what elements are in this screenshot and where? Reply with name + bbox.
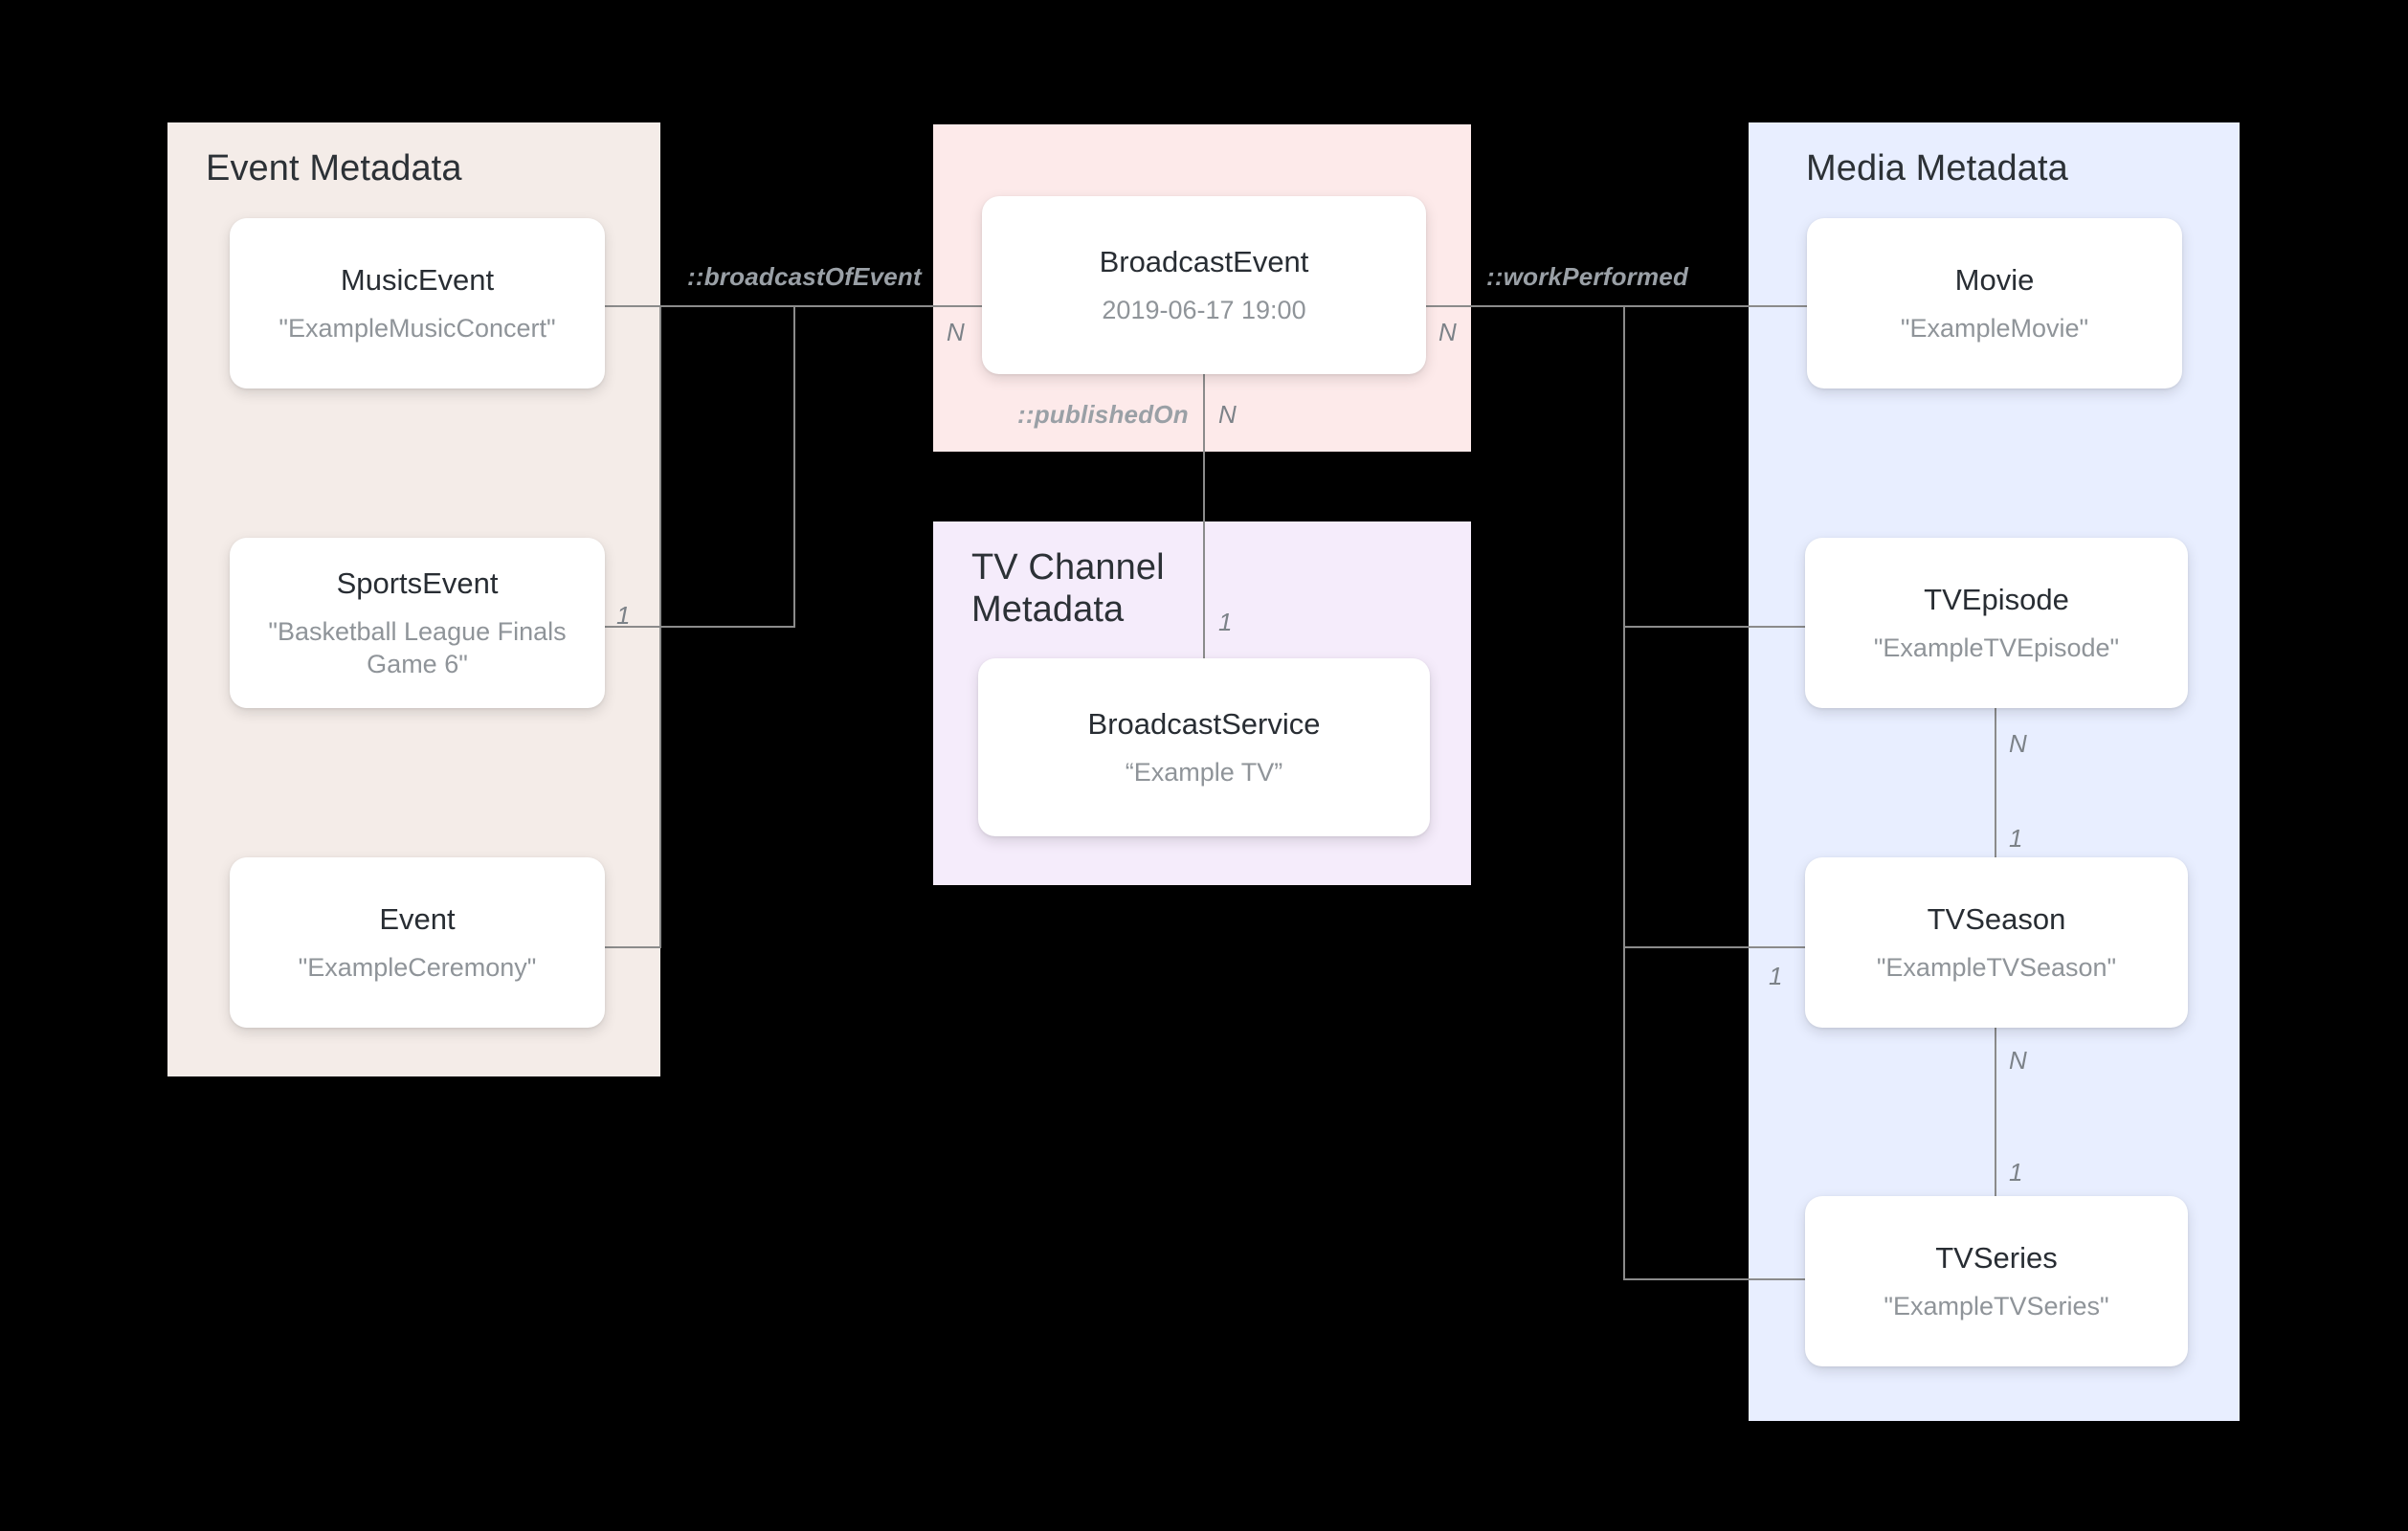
- cardinality-publishedon-n: N: [1218, 400, 1237, 429]
- cardinality-tvseries-one: 1: [2009, 1158, 2023, 1187]
- card-tvepisode[interactable]: TVEpisode "ExampleTVEpisode": [1805, 538, 2188, 708]
- card-musicevent-value: "ExampleMusicConcert": [279, 313, 556, 343]
- card-movie-value: "ExampleMovie": [1900, 313, 2089, 343]
- card-tvseason-type: TVSeason: [1927, 901, 2066, 936]
- edge-line-tvepisode-h: [1624, 626, 1806, 628]
- card-tvseason-value: "ExampleTVSeason": [1876, 952, 2117, 982]
- cardinality-tvseason-one-top: 1: [2009, 824, 2023, 853]
- card-musicevent-type: MusicEvent: [340, 262, 495, 297]
- card-movie[interactable]: Movie "ExampleMovie": [1807, 218, 2182, 388]
- cardinality-broadcastevent-left: N: [947, 318, 965, 346]
- cardinality-broadcastevent-right: N: [1438, 318, 1457, 346]
- card-sportsevent-value: "Basketball League Finals Game 6": [268, 616, 567, 678]
- edge-label-work-performed: ::workPerformed: [1486, 262, 1689, 291]
- card-broadcastevent-value: 2019-06-17 19:00: [1102, 295, 1306, 324]
- edge-line-sportsevent-riser: [793, 306, 795, 628]
- card-tvseries[interactable]: TVSeries "ExampleTVSeries": [1805, 1196, 2188, 1366]
- edge-line-publishedon: [1203, 374, 1205, 658]
- edge-line-episode-season: [1995, 708, 1996, 857]
- edge-label-broadcast-of-event: ::broadcastOfEvent: [687, 262, 922, 291]
- cardinality-tvseason-n: N: [2009, 1046, 2027, 1075]
- card-tvepisode-value: "ExampleTVEpisode": [1873, 632, 2120, 662]
- edge-line-sportsevent-h: [605, 626, 795, 628]
- card-tvseries-type: TVSeries: [1935, 1240, 2058, 1275]
- card-broadcastservice-value: “Example TV”: [1125, 757, 1283, 787]
- panel-title-media-metadata: Media Metadata: [1806, 148, 2068, 189]
- card-sportsevent-type: SportsEvent: [336, 566, 499, 600]
- card-broadcastservice[interactable]: BroadcastService “Example TV”: [978, 658, 1430, 836]
- edge-label-published-on: ::publishedOn: [1017, 400, 1189, 429]
- edge-line-media-riser: [1623, 306, 1625, 1280]
- edge-line-tvseries-h: [1624, 1278, 1806, 1280]
- card-broadcastservice-type: BroadcastService: [1087, 706, 1321, 741]
- card-event[interactable]: Event "ExampleCeremony": [230, 857, 605, 1028]
- cardinality-sportsevent-one: 1: [616, 601, 631, 630]
- card-movie-type: Movie: [1954, 262, 2035, 297]
- edge-line-movie-h: [1426, 305, 1807, 307]
- cardinality-tvepisode-n: N: [2009, 729, 2027, 758]
- card-musicevent[interactable]: MusicEvent "ExampleMusicConcert": [230, 218, 605, 388]
- card-tvseries-value: "ExampleTVSeries": [1884, 1291, 2109, 1320]
- edge-line-season-series: [1995, 1028, 1996, 1196]
- edge-line-tvseason-h: [1624, 946, 1806, 948]
- card-event-value: "ExampleCeremony": [298, 952, 537, 982]
- panel-title-event-metadata: Event Metadata: [206, 148, 462, 189]
- panel-title-tv-channel-metadata: TV Channel Metadata: [971, 547, 1165, 630]
- edge-line-event-h: [605, 946, 661, 948]
- cardinality-tvseason-one-left: 1: [1769, 962, 1783, 990]
- card-tvseason[interactable]: TVSeason "ExampleTVSeason": [1805, 857, 2188, 1028]
- card-tvepisode-type: TVEpisode: [1924, 582, 2069, 616]
- card-event-type: Event: [379, 901, 456, 936]
- card-sportsevent[interactable]: SportsEvent "Basketball League Finals Ga…: [230, 538, 605, 708]
- card-broadcastevent[interactable]: BroadcastEvent 2019-06-17 19:00: [982, 196, 1426, 374]
- card-broadcastevent-type: BroadcastEvent: [1099, 244, 1309, 278]
- cardinality-broadcastservice-one: 1: [1218, 608, 1233, 636]
